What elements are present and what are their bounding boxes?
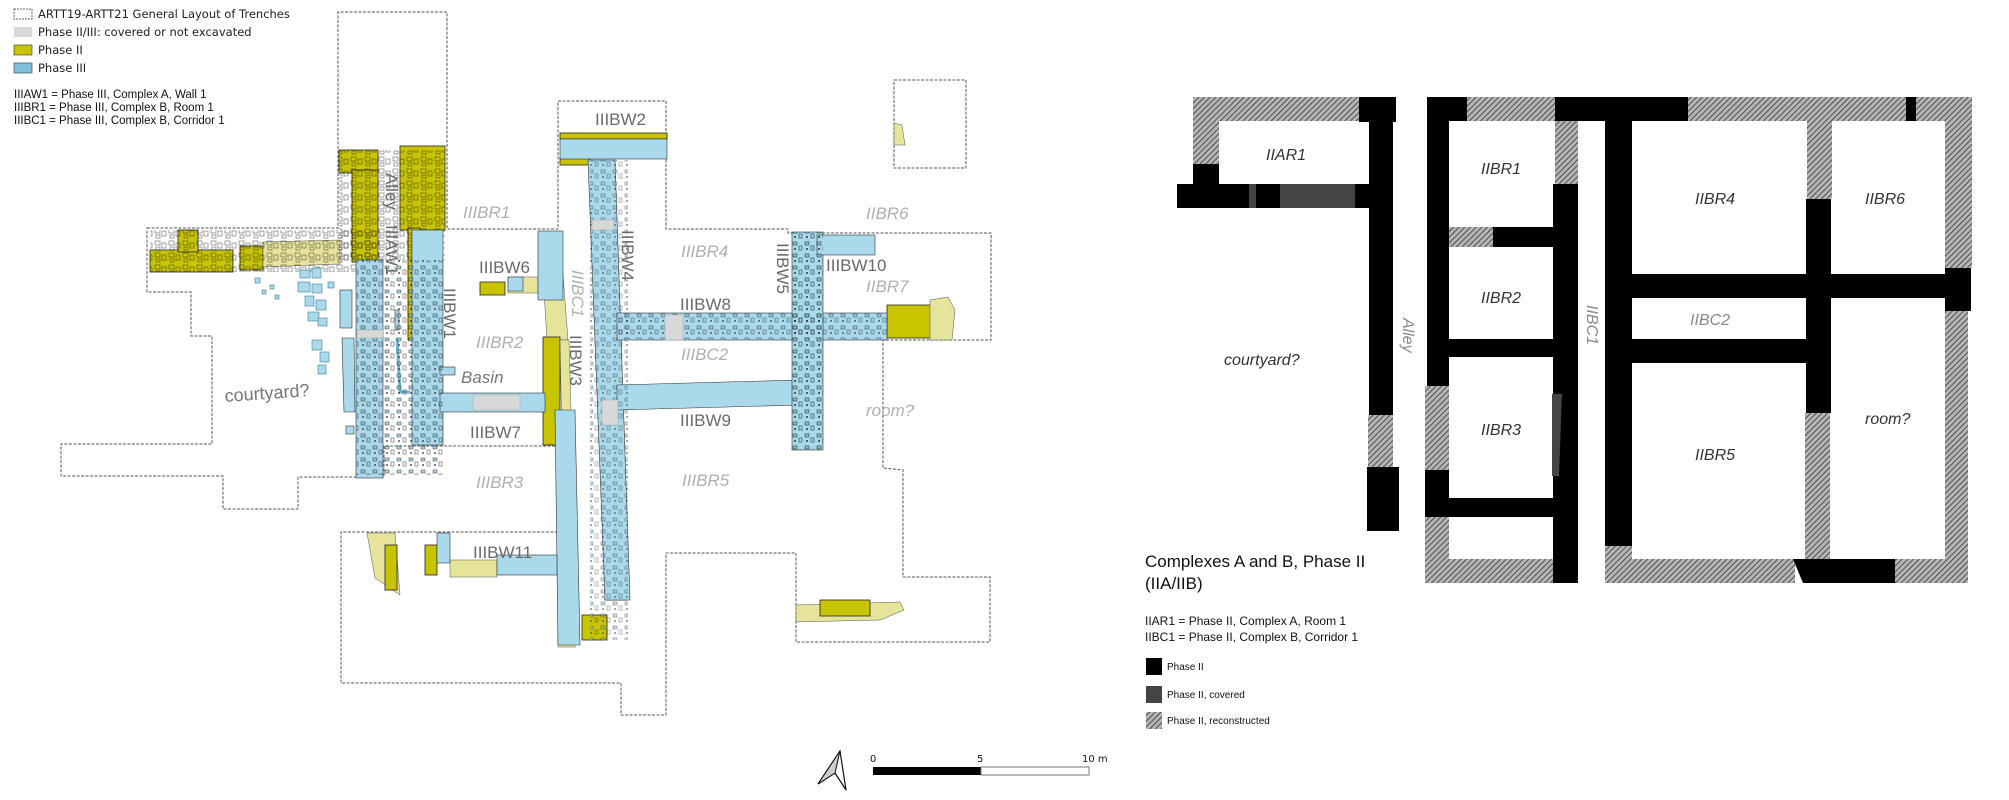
label-iibr3: IIBR3 [1481, 422, 1521, 439]
covered-features [356, 219, 684, 426]
legend-label-reconstructed: Phase II, reconstructed [1167, 716, 1270, 727]
label-iiibr5: IIIBR5 [682, 471, 730, 490]
legend-swatch-covered [14, 27, 32, 37]
legend-swatch-covered-plan [1146, 686, 1162, 703]
label-alley: Alley [382, 173, 401, 210]
trench-outline-northeast [893, 79, 967, 169]
label-iiibr1: IIIBR1 [463, 203, 510, 222]
label-iiibr4: IIIBR4 [681, 242, 728, 261]
label-iibr5: IIBR5 [1695, 447, 1735, 464]
phase-ii-legend: Complexes A and B, Phase II (IIA/IIB) II… [1145, 552, 1365, 729]
label-iiiaw1: IIIAW1 [382, 225, 401, 275]
scale-segment-black [873, 767, 981, 775]
legend-label-phase-ii-plan: Phase II [1167, 662, 1204, 673]
label-iiibw2: IIIBW2 [595, 110, 646, 129]
label-iiibw1: IIIBW1 [440, 288, 459, 339]
legend-label-trenches: ARTT19-ARTT21 General Layout of Trenches [38, 7, 290, 21]
scale-tick-5: 5 [977, 754, 983, 765]
plan-title: Complexes A and B, Phase II [1145, 552, 1365, 571]
label-iibr6: IIBR6 [866, 204, 909, 223]
label-alley-phase-ii: Alley [1399, 317, 1416, 354]
label-iiibw8: IIIBW8 [680, 295, 731, 314]
trench-outline [60, 11, 992, 716]
legend-swatch-phase-iii [13, 62, 33, 74]
label-iibc1: IIBC1 [1583, 305, 1600, 345]
label-iiibw3: IIIBW3 [566, 335, 585, 386]
label-iibr2: IIBR2 [1481, 290, 1521, 307]
legend-swatch-phase-ii-black [1146, 658, 1162, 675]
label-iiibw9: IIIBW9 [680, 411, 731, 430]
definition-wall: IIIAW1 = Phase III, Complex A, Wall 1 [14, 89, 207, 101]
label-iiibr2: IIIBR2 [476, 333, 524, 352]
legend-label-covered: Phase II/III: covered or not excavated [38, 25, 252, 39]
label-iiibc1: IIIBC1 [568, 270, 587, 317]
plan-subtitle: (IIA/IIB) [1145, 574, 1203, 593]
label-iiibw10: IIIBW10 [826, 256, 886, 275]
legend-label-phase-iii: Phase III [38, 61, 86, 75]
north-arrow-icon [817, 749, 847, 791]
label-iiibw6: IIIBW6 [479, 258, 530, 277]
label-iiibw7: IIIBW7 [470, 423, 521, 442]
scattered-stones [254, 267, 335, 375]
label-room-phase-ii: room? [1865, 411, 1910, 428]
label-iibc2: IIBC2 [1690, 312, 1730, 329]
label-iiar1: IIAR1 [1266, 147, 1306, 164]
legend-swatch-trenches [13, 8, 33, 20]
phase-ii-reconstruction-plan: IIAR1 courtyard? Alley IIBR1 IIBR2 IIBR3… [1177, 97, 1972, 583]
phase-iii-features [254, 138, 888, 646]
definition-corridor: IIIBC1 = Phase III, Complex B, Corridor … [14, 115, 225, 127]
legend-swatch-reconstructed [1146, 712, 1162, 729]
scale-tick-0: 0 [870, 754, 876, 765]
label-iiibw4: IIIBW4 [618, 230, 637, 281]
label-iiibw11: IIIBW11 [473, 543, 532, 562]
definition-iibc1: IIBC1 = Phase II, Complex B, Corridor 1 [1145, 630, 1358, 644]
legend: ARTT19-ARTT21 General Layout of Trenches… [13, 7, 290, 127]
label-iiibc2: IIIBC2 [681, 345, 729, 364]
legend-swatch-phase-ii [13, 44, 33, 56]
legend-label-phase-ii: Phase II [38, 43, 83, 57]
legend-label-covered-plan: Phase II, covered [1167, 690, 1245, 701]
label-iibr7: IIBR7 [866, 277, 909, 296]
label-iibr6: IIBR6 [1865, 191, 1905, 208]
label-iibr4: IIBR4 [1695, 191, 1735, 208]
trench-plan: Alley IIIAW1 IIIBR1 IIIBW6 IIIBW1 IIIBR2… [60, 11, 992, 716]
label-courtyard: courtyard? [224, 380, 310, 406]
scale-tick-10: 10 m [1082, 754, 1108, 765]
label-room: room? [866, 401, 915, 420]
definition-room: IIIBR1 = Phase III, Complex B, Room 1 [14, 102, 214, 114]
label-iibr1: IIBR1 [1481, 161, 1521, 178]
label-iiibw5: IIIBW5 [773, 243, 792, 294]
label-basin: Basin [461, 368, 504, 387]
label-courtyard-phase-ii: courtyard? [1224, 352, 1300, 369]
scale-bar: 0 5 10 m [817, 749, 1108, 791]
definition-iiar1: IIAR1 = Phase II, Complex A, Room 1 [1145, 614, 1346, 628]
scale-segment-white [980, 766, 1090, 776]
label-iiibr3: IIIBR3 [476, 473, 524, 492]
